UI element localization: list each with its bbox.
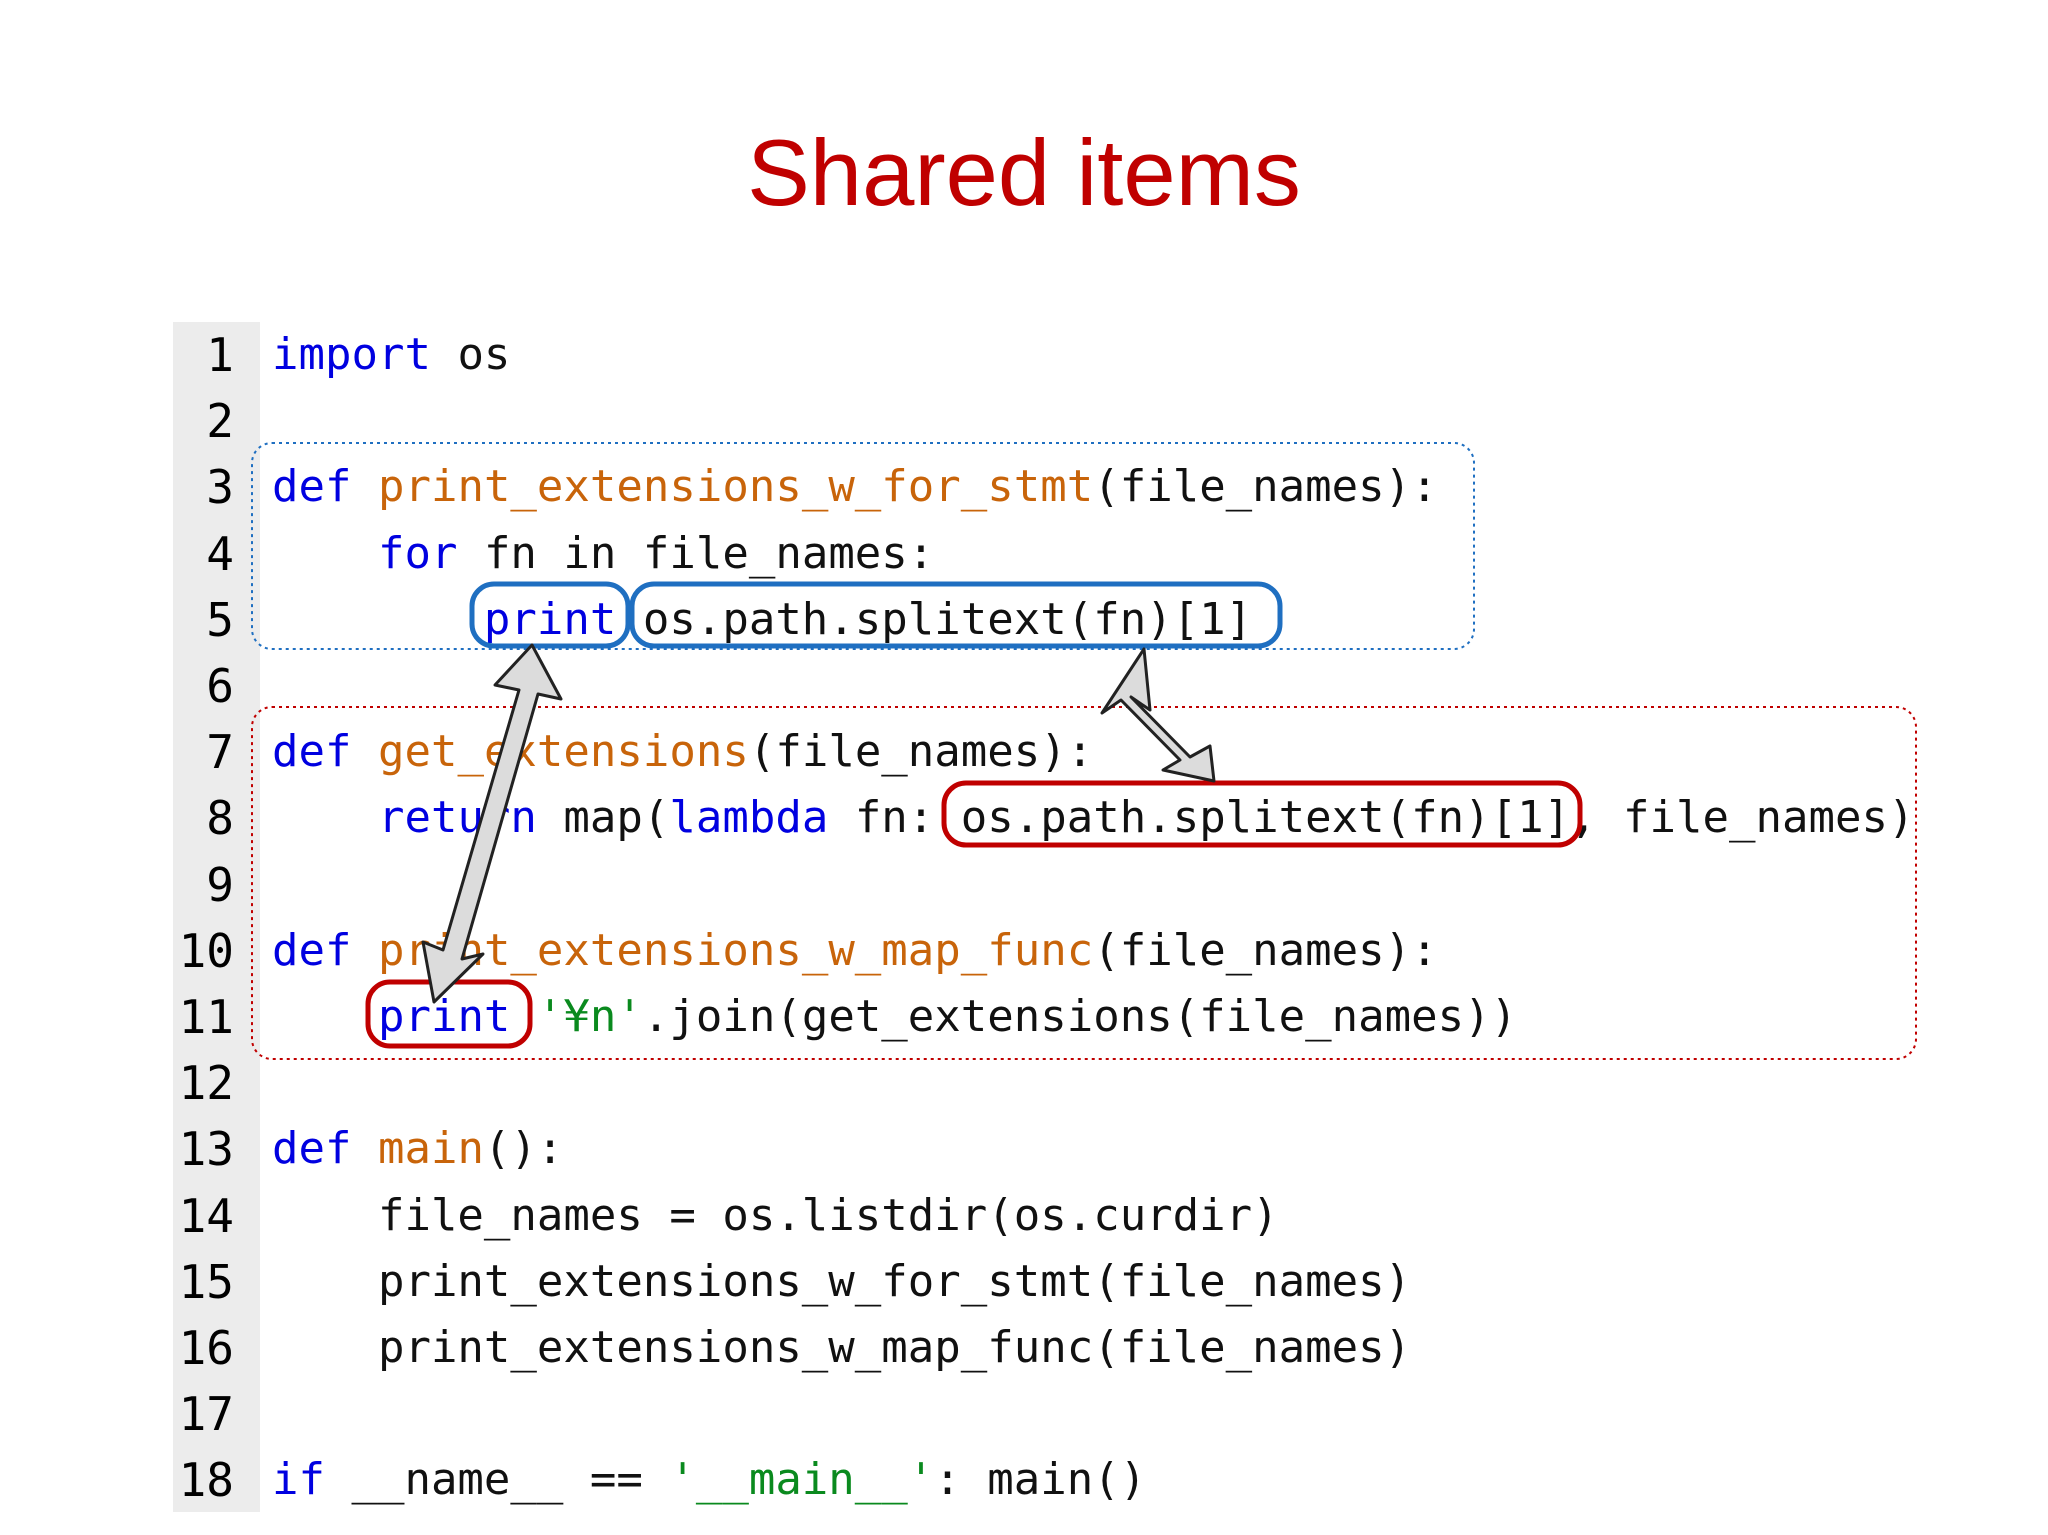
line-number: 17 <box>178 1387 234 1442</box>
code-token: lambda <box>669 792 829 844</box>
line-number-gutter <box>173 322 260 1512</box>
code-line: 3 def print_extensions_w_for_stmt(file_na… <box>0 454 2048 520</box>
code-token: if <box>272 1454 325 1506</box>
code-token: .join(get_extensions(file_names)) <box>642 991 1518 1042</box>
code-text: def print_extensions_w_for_stmt(file_nam… <box>272 454 1438 520</box>
code-token: def <box>272 924 352 976</box>
code-text: def get_extensions(file_names): <box>272 719 1093 785</box>
code-token: os <box>430 329 511 380</box>
code-line: 18 if __name__ == '__main__': main() <box>0 1447 2048 1513</box>
code-token <box>510 991 537 1042</box>
code-line: 9 <box>0 852 2048 918</box>
code-text: print_extensions_w_map_func(file_names) <box>272 1315 1411 1381</box>
code-line: 2 <box>0 388 2048 454</box>
code-line: 7 def get_extensions(file_names): <box>0 719 2048 785</box>
line-number: 5 <box>206 592 234 647</box>
line-number: 6 <box>206 659 234 713</box>
code-token: fn: os.path.splitext(fn)[1], file_names) <box>828 792 1915 844</box>
code-token: def <box>272 726 352 778</box>
code-token: print <box>377 991 511 1042</box>
code-text: print os.path.splitext(fn)[1] <box>272 587 1252 653</box>
code-token <box>351 1123 378 1174</box>
line-number: 2 <box>206 394 234 449</box>
code-token: (file_names): <box>1093 461 1438 513</box>
code-token <box>272 594 484 645</box>
code-line: 16 print_extensions_w_map_func(file_name… <box>0 1315 2048 1381</box>
code-token: def <box>272 461 352 513</box>
line-number: 4 <box>206 526 234 581</box>
code-line: 13 def main(): <box>0 1116 2048 1182</box>
code-token: (file_names): <box>748 726 1094 778</box>
code-token <box>272 991 378 1042</box>
code-token <box>272 528 378 579</box>
code-text: file_names = os.listdir(os.curdir) <box>272 1183 1279 1249</box>
line-number: 14 <box>178 1188 234 1243</box>
slide-title: Shared items <box>747 120 1301 225</box>
code-line: 8 return map(lambda fn: os.path.splitext… <box>0 785 2048 851</box>
code-text: if __name__ == '__main__': main() <box>272 1447 1146 1513</box>
code-line: 15 print_extensions_w_for_stmt(file_name… <box>0 1249 2048 1315</box>
code-token: (file_names): <box>1093 924 1438 976</box>
code-text: return map(lambda fn: os.path.splitext(f… <box>272 785 1914 851</box>
code-token: print_extensions_w_map_func <box>377 924 1094 976</box>
line-number: 10 <box>178 923 234 978</box>
code-text: def print_extensions_w_map_func(file_nam… <box>272 918 1438 984</box>
code-token <box>351 726 378 777</box>
code-text: import os <box>272 322 510 388</box>
code-line: 10 def print_extensions_w_map_func(file_n… <box>0 918 2048 984</box>
code-token: for <box>377 527 458 579</box>
code-line: 17 <box>0 1381 2048 1447</box>
code-token: return <box>377 792 537 844</box>
code-token: import <box>272 329 431 380</box>
line-number: 9 <box>206 857 234 912</box>
code-token <box>351 461 378 512</box>
line-number: 3 <box>206 460 234 515</box>
code-token: '¥n' <box>536 991 643 1042</box>
code-token: os.path.splitext(fn)[1] <box>616 593 1253 645</box>
code-text: print '¥n'.join(get_extensions(file_name… <box>272 984 1517 1050</box>
line-number: 8 <box>206 791 234 846</box>
code-token: get_extensions <box>377 726 749 778</box>
code-token: __name__ == <box>324 1454 670 1506</box>
code-line: 12 <box>0 1050 2048 1116</box>
line-number: 13 <box>178 1122 234 1177</box>
line-number: 12 <box>178 1056 234 1111</box>
code-token: '__main__' <box>669 1454 935 1506</box>
code-token: print <box>483 593 617 645</box>
code-token: (): <box>483 1123 564 1175</box>
code-line: 5 print os.path.splitext(fn)[1] <box>0 587 2048 653</box>
code-token <box>351 925 378 976</box>
code-line: 1 import os <box>0 322 2048 388</box>
line-number: 15 <box>178 1254 234 1309</box>
code-line: 11 print '¥n'.join(get_extensions(file_n… <box>0 984 2048 1050</box>
code-line: 6 <box>0 653 2048 719</box>
code-token: map( <box>536 792 670 844</box>
code-token: fn in file_names: <box>457 527 935 579</box>
code-token: def <box>272 1123 352 1175</box>
code-line: 4 for fn in file_names: <box>0 521 2048 587</box>
line-number: 16 <box>178 1321 234 1375</box>
line-number: 1 <box>206 328 234 382</box>
code-token: file_names = os.listdir(os.curdir) <box>272 1189 1279 1241</box>
code-text: print_extensions_w_for_stmt(file_names) <box>272 1249 1411 1315</box>
code-text: for fn in file_names: <box>272 521 934 587</box>
code-token: print_extensions_w_for_stmt <box>377 461 1094 513</box>
code-line: 14 file_names = os.listdir(os.curdir) <box>0 1183 2048 1249</box>
line-number: 7 <box>206 725 234 780</box>
code-token: main <box>377 1123 484 1175</box>
code-token: print_extensions_w_map_func(file_names) <box>272 1322 1412 1373</box>
code-token: print_extensions_w_for_stmt(file_names) <box>272 1255 1412 1307</box>
code-token: : main() <box>934 1454 1147 1506</box>
code-token <box>272 792 378 843</box>
line-number: 11 <box>178 990 234 1044</box>
code-text: def main(): <box>272 1116 563 1182</box>
line-number: 18 <box>178 1453 234 1508</box>
